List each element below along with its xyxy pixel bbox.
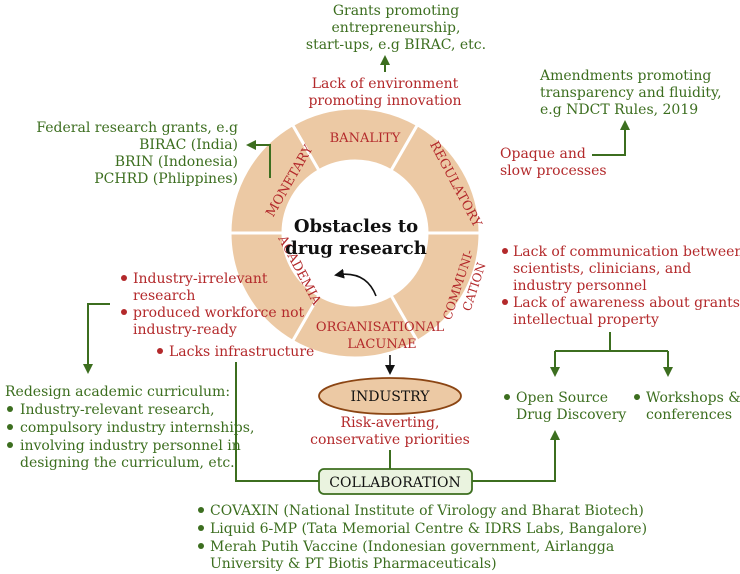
- collab-bullet-1: [198, 507, 204, 513]
- monetary-arrow: [246, 140, 271, 178]
- academia-bullet-2: [121, 309, 127, 315]
- industry-label: INDUSTRY: [350, 389, 430, 405]
- top-problem-line-1: Lack of environment: [312, 76, 459, 92]
- curriculum-item-3-line-1: involving industry personnel in: [20, 438, 241, 454]
- solution-workshops-line-1: Workshops &: [646, 390, 740, 406]
- collab-example-1: COVAXIN (National Institute of Virology …: [210, 503, 644, 519]
- monetary-solution-line-2: BIRAC (India): [139, 137, 238, 153]
- collab-bullet-2: [198, 525, 204, 531]
- regulatory-problem-line-1: Opaque and: [500, 146, 586, 162]
- collab-example-2: Liquid 6-MP (Tata Memorial Centre & IDRS…: [210, 521, 647, 537]
- regulatory-solution-line-3: e.g NDCT Rules, 2019: [540, 102, 698, 118]
- center-curved-arrow: [334, 268, 377, 297]
- segment-label-lacunae: LACUNAE: [347, 337, 416, 352]
- monetary-solution-line-4: PCHRD (Phlippines): [94, 171, 238, 187]
- curriculum-bullet-3: [7, 442, 13, 448]
- curriculum-bullet-2: [7, 424, 13, 430]
- top-solution-line-2: entrepreneurship,: [332, 20, 461, 36]
- collab-bullet-3: [198, 543, 204, 549]
- center-title-line-2: drug research: [285, 238, 427, 259]
- communication-problem-1-line-1: Lack of communication between: [513, 244, 740, 260]
- communication-bullet-1: [502, 248, 508, 254]
- top-solution-line-1: Grants promoting: [333, 3, 459, 19]
- industry-problem-line-2: conservative priorities: [310, 432, 470, 448]
- academia-arrow: [83, 303, 110, 374]
- solution-bullet-workshops: [634, 394, 640, 400]
- monetary-solution-line-3: BRIN (Indonesia): [115, 154, 238, 170]
- regulatory-solution-line-2: transparency and fluidity,: [540, 85, 722, 101]
- segment-label-banality: BANALITY: [330, 131, 401, 146]
- solution-open-source-line-2: Drug Discovery: [516, 407, 626, 423]
- top-solution-line-3: start-ups, e.g BIRAC, etc.: [306, 37, 486, 53]
- academia-problem-1-line-1: Industry-irrelevant: [133, 271, 268, 287]
- communication-bullet-2: [502, 299, 508, 305]
- industry-ellipse: [318, 377, 462, 415]
- communication-problem-2-line-1: Lack of awareness about grants,: [513, 295, 740, 311]
- solution-open-source-line-1: Open Source: [516, 390, 608, 406]
- center-circle: [283, 161, 427, 305]
- academia-to-collaboration-line: [235, 362, 319, 482]
- regulatory-solution-line-1: Amendments promoting: [539, 68, 711, 84]
- academia-problem-2-line-2: industry-ready: [133, 322, 237, 338]
- curriculum-bullet-1: [7, 406, 13, 412]
- regulatory-arrow: [592, 120, 630, 156]
- solution-bullet-open-source: [504, 394, 510, 400]
- center-title-line-1: Obstacles to: [294, 216, 418, 237]
- academia-bullet-3: [157, 348, 163, 354]
- curriculum-title: Redesign academic curriculum:: [5, 384, 230, 400]
- regulatory-problem-line-2: slow processes: [500, 163, 607, 179]
- communication-problem-1-line-2: scientists, clinicians, and: [513, 261, 691, 277]
- top-problem-line-2: promoting innovation: [308, 93, 461, 109]
- industry-problem-line-1: Risk-averting,: [341, 415, 440, 431]
- curriculum-item-2: compulsory industry internships,: [20, 420, 254, 436]
- monetary-solution-line-1: Federal research grants, e.g: [36, 120, 238, 136]
- academia-infrastructure: Lacks infrastructure: [169, 344, 314, 360]
- communication-problem-2-line-2: intellectual property: [513, 312, 659, 328]
- academia-bullet-1: [121, 275, 127, 281]
- academia-problem-2-line-1: produced workforce not: [133, 305, 305, 321]
- communication-problem-1-line-3: industry personnel: [513, 278, 647, 294]
- collaboration-label: COLLABORATION: [329, 475, 460, 491]
- curriculum-item-3-line-2: designing the curriculum, etc.: [20, 455, 235, 471]
- collab-example-3-line-1: Merah Putih Vaccine (Indonesian governme…: [210, 539, 614, 555]
- collaboration-to-open-source-arrow: [472, 430, 560, 482]
- academia-problem-1-line-2: research: [133, 288, 195, 304]
- solution-workshops-line-2: conferences: [646, 407, 732, 423]
- collaboration-box: [318, 468, 473, 495]
- collab-example-3-line-2: University & PT Biotis Pharmaceuticals): [210, 556, 497, 572]
- segment-label-organisational: ORGANISATIONAL: [316, 320, 445, 335]
- curriculum-item-1: Industry-relevant research,: [20, 402, 215, 418]
